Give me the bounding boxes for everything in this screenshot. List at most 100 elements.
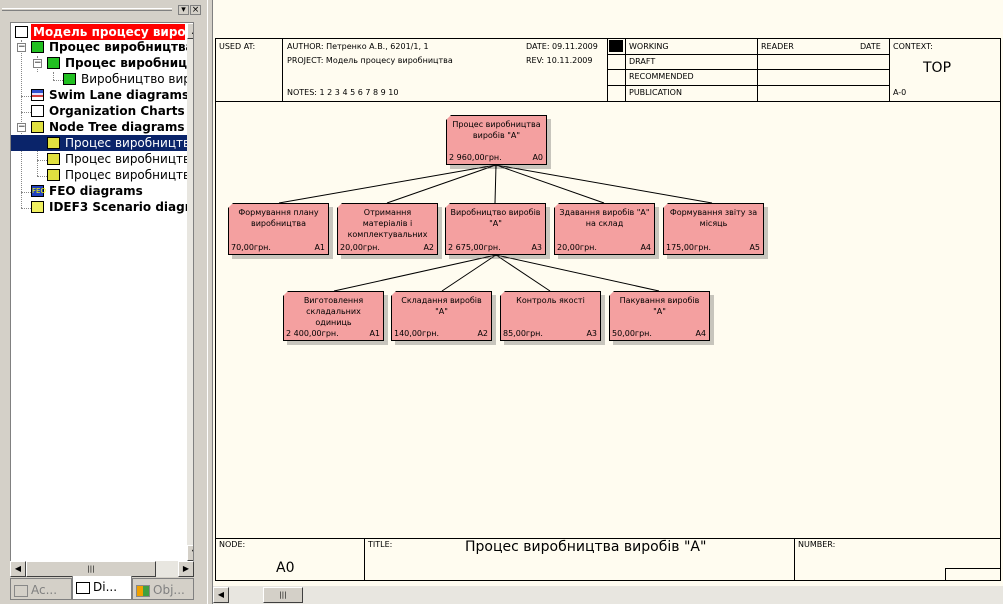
- scroll-up-button[interactable]: ▲: [187, 23, 193, 39]
- scroll-thumb[interactable]: |||: [26, 561, 156, 577]
- box-corner-mark: [500, 291, 505, 296]
- reader-date-label: DATE: [860, 42, 881, 51]
- tree-item-node-tree-3[interactable]: Процес виробництва: [47, 167, 187, 183]
- activity-name: Отримання матеріалів і комплектувальних: [347, 208, 428, 239]
- tree-item-node-tree-2[interactable]: Процес виробництва: [47, 151, 187, 167]
- context-label: CONTEXT:: [893, 42, 933, 51]
- org-chart-icon: [31, 105, 44, 117]
- activity-cost: 2 960,00грн.: [449, 153, 502, 162]
- activity-name: Складання виробів "А": [401, 296, 482, 316]
- activity-box[interactable]: Виготовлення складальних одиниць 2 400,00…: [283, 291, 384, 341]
- activity-cost: 20,00грн.: [340, 243, 380, 252]
- box-corner-mark: [283, 291, 288, 296]
- activity-box[interactable]: Отримання матеріалів і комплектувальних 2…: [337, 203, 438, 255]
- status-working: WORKING: [629, 42, 669, 51]
- node-tree-icon: [47, 137, 60, 149]
- used-at-label: USED AT:: [219, 42, 256, 51]
- scroll-thumb[interactable]: |||: [263, 587, 303, 603]
- tree-item-node-tree[interactable]: Node Tree diagrams: [31, 119, 187, 135]
- node-value: A0: [276, 560, 295, 576]
- tree-item-idef0-sub[interactable]: Виробництво вир: [63, 71, 187, 87]
- node-tree-icon: [47, 169, 60, 181]
- box-corner-mark: [391, 291, 396, 296]
- status-recommended: RECOMMENDED: [629, 72, 694, 81]
- scroll-left-button[interactable]: ◀: [213, 587, 229, 603]
- idef3-icon: [31, 201, 44, 213]
- activity-number: A3: [586, 329, 597, 338]
- tree-connectors: [278, 164, 713, 292]
- activity-number: A5: [749, 243, 760, 252]
- date-field: DATE: 09.11.2009: [526, 42, 598, 51]
- tree-item-swimlane[interactable]: Swim Lane diagrams: [31, 87, 187, 103]
- box-corner-mark: [228, 203, 233, 208]
- tab-activities[interactable]: Ac...: [10, 578, 72, 600]
- node-label: NODE:: [219, 540, 246, 549]
- pane-menu-button[interactable]: ▾: [178, 5, 189, 15]
- project-field: PROJECT: Модель процесу виробництва: [287, 56, 453, 65]
- activity-cost: 140,00грн.: [394, 329, 440, 338]
- pane-grip[interactable]: [2, 8, 172, 11]
- status-publication: PUBLICATION: [629, 88, 682, 97]
- activity-name: Виробництво виробів "А": [450, 208, 541, 228]
- box-corner-mark: [446, 115, 451, 120]
- activity-cost: 20,00грн.: [557, 243, 597, 252]
- tab-diagrams[interactable]: Di...: [72, 576, 132, 600]
- activity-number: A3: [531, 243, 542, 252]
- box-corner-mark: [337, 203, 342, 208]
- objects-icon: [136, 584, 150, 597]
- activity-name: Формування звіту за місяць: [669, 208, 758, 228]
- activity-box[interactable]: Виробництво виробів "А" 2 675,00грн. A3: [445, 203, 546, 255]
- collapse-toggle[interactable]: −: [33, 58, 42, 68]
- tree-item-idef0-context[interactable]: Процес виробництва: [31, 39, 187, 55]
- activity-cost: 2 400,00грн.: [286, 329, 339, 338]
- tree-root-model[interactable]: Модель процесу вироб: [15, 24, 185, 40]
- feo-icon: FEO: [31, 185, 46, 197]
- context-node: A-0: [893, 88, 907, 97]
- rev-field: REV: 10.11.2009: [526, 56, 593, 65]
- activity-box-root[interactable]: Процес виробництва виробів "А"2 960,00гр…: [446, 115, 547, 165]
- status-draft: DRAFT: [629, 57, 656, 66]
- box-corner-mark: [663, 203, 668, 208]
- scroll-left-button[interactable]: ◀: [10, 561, 26, 577]
- pane-close-button[interactable]: ×: [190, 5, 201, 15]
- diagram-title: Процес виробництва виробів "А": [465, 539, 707, 555]
- tree-item-idef0-decomp[interactable]: Процес виробниц: [47, 55, 187, 71]
- pane-splitter[interactable]: [207, 0, 213, 604]
- activity-cost: 50,00грн.: [612, 329, 652, 338]
- activity-box[interactable]: Складання виробів "А" 140,00грн. A2: [391, 291, 492, 341]
- tree-horizontal-scrollbar[interactable]: ◀ ||| ▶: [10, 561, 194, 577]
- model-explorer-pane: ▾ × Модель процесу вироб − Процес виробн…: [0, 0, 207, 604]
- scroll-down-button[interactable]: ▼: [187, 545, 193, 561]
- activity-number: A2: [477, 329, 488, 338]
- scroll-right-button[interactable]: ▶: [178, 561, 194, 577]
- idef0-diagram-icon: [47, 57, 60, 69]
- node-tree-icon: [31, 121, 44, 133]
- tree-item-node-tree-1[interactable]: Процес виробництва: [11, 135, 187, 151]
- collapse-toggle[interactable]: −: [17, 42, 26, 52]
- activity-name: Пакування виробів "А": [619, 296, 700, 316]
- tree-item-org-charts[interactable]: Organization Charts: [31, 103, 187, 119]
- activity-number: A1: [314, 243, 325, 252]
- activity-name: Контроль якості: [516, 296, 585, 305]
- tree-item-idef3[interactable]: IDEF3 Scenario diagr: [31, 199, 187, 215]
- tree-vertical-scrollbar[interactable]: ▲ ▼: [187, 23, 193, 561]
- collapse-toggle[interactable]: −: [17, 122, 26, 132]
- diagram-canvas[interactable]: USED AT: AUTHOR: Петренко А.В., 6201/1, …: [213, 0, 1003, 586]
- activity-box[interactable]: Пакування виробів "А"50,00грн.A4: [609, 291, 710, 341]
- activity-cost: 2 675,00грн.: [448, 243, 501, 252]
- activity-number: A1: [369, 329, 380, 338]
- activity-cost: 70,00грн.: [231, 243, 271, 252]
- tab-objects[interactable]: Obj...: [132, 578, 194, 600]
- activity-name: Виготовлення складальних одиниць: [303, 296, 364, 327]
- canvas-horizontal-scrollbar[interactable]: ◀ |||: [213, 586, 1003, 604]
- swimlane-icon: [31, 89, 44, 101]
- activities-icon: [14, 584, 28, 597]
- idef0-diagram-icon: [63, 73, 76, 85]
- idef0-diagram-icon: [31, 41, 44, 53]
- reader-label: READER: [761, 42, 794, 51]
